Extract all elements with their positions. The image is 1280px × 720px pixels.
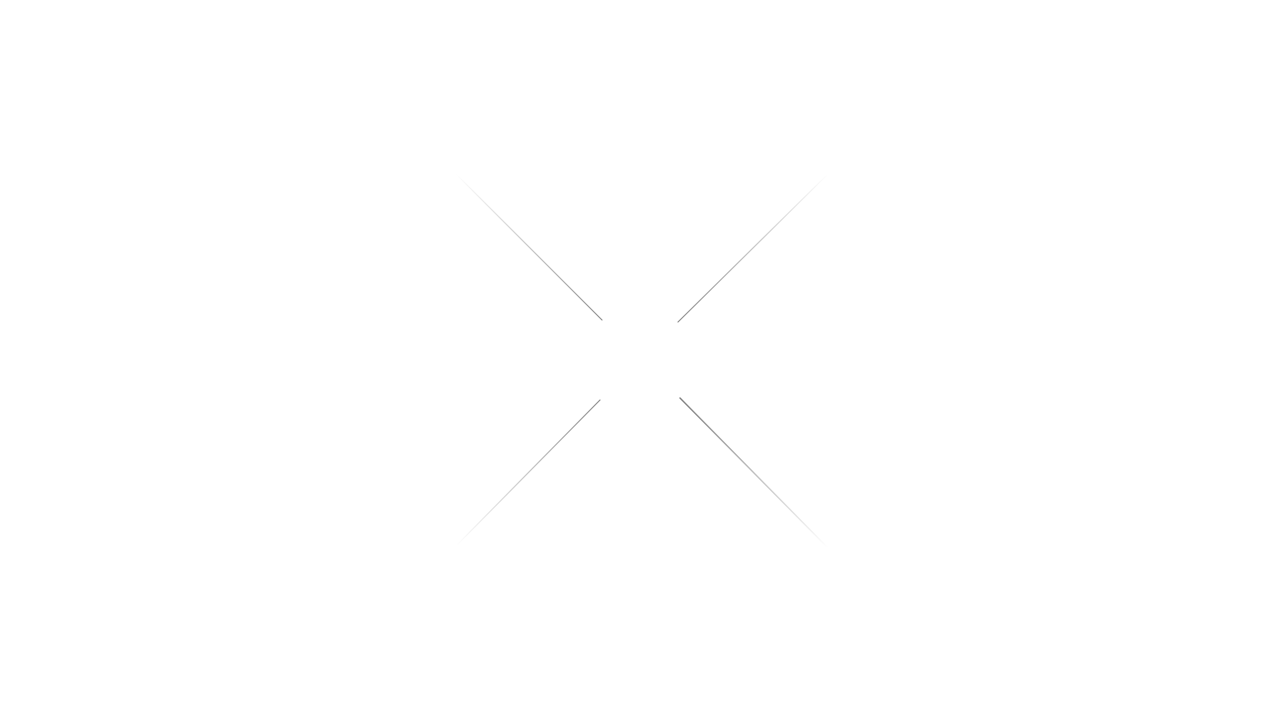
spinner-line-bottom-right: [679, 397, 829, 548]
spinner-line-top-left: [455, 173, 603, 321]
spinner-line-top-right: [677, 173, 829, 323]
loading-spinner: [454, 172, 830, 548]
loading-spinner-icon: [455, 173, 829, 548]
spinner-line-bottom-left: [455, 399, 601, 547]
